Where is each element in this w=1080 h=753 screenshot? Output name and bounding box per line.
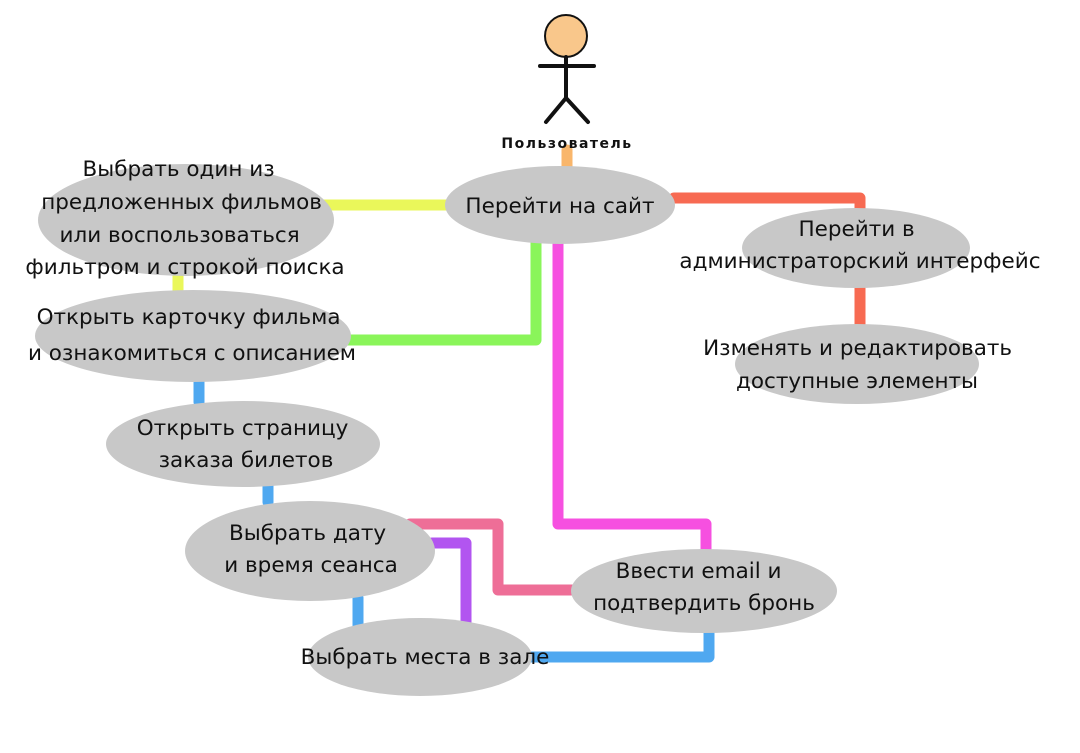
node-visit-site: Перейти на сайт (445, 166, 675, 244)
node-line: или воспользоваться (59, 223, 299, 248)
node-line: Открыть карточку фильма (37, 305, 341, 330)
actor: Пользователь (501, 14, 632, 152)
connector-seats-to-email (514, 622, 715, 663)
node-choose-seats: Выбрать места в зале (301, 618, 550, 696)
node-open-card-text: Открыть карточку фильма и ознакомиться с… (28, 305, 356, 366)
node-line: Перейти на сайт (465, 194, 654, 219)
node-choose-date: Выбрать дату и время сеанса (185, 501, 435, 601)
node-line: предложенных фильмов (41, 190, 322, 215)
node-choose-film: Выбрать один из предложенных фильмов или… (25, 157, 344, 280)
connector-date-to-email (404, 518, 580, 596)
node-visit-site-text: Перейти на сайт (465, 194, 654, 219)
node-line: Выбрать один из (83, 157, 275, 182)
node-edit-elements-text: Изменять и редактировать доступные элеме… (703, 336, 1019, 394)
node-line: и время сеанса (224, 553, 398, 578)
node-line: доступные элементы (736, 369, 978, 394)
node-line: Ввести email и (616, 559, 782, 584)
node-choose-film-text: Выбрать один из предложенных фильмов или… (25, 157, 344, 280)
actor-label: Пользователь (501, 136, 632, 152)
node-enter-email: Ввести email и подтвердить бронь (571, 549, 837, 633)
connector-date-to-seats-alt (426, 537, 472, 628)
node-admin-interface: Перейти в администраторский интерфейс (679, 208, 1041, 288)
node-edit-elements: Изменять и редактировать доступные элеме… (703, 324, 1019, 404)
node-line: Выбрать дату (229, 521, 386, 546)
connectors (172, 144, 866, 663)
node-line: и ознакомиться с описанием (28, 341, 356, 366)
node-line: подтвердить бронь (593, 591, 815, 616)
node-enter-email-text: Ввести email и подтвердить бронь (593, 559, 815, 616)
actor-head (544, 14, 588, 58)
node-line: администраторский интерфейс (679, 249, 1040, 274)
connector-site-to-card (334, 234, 542, 346)
node-line: фильтром и строкой поиска (25, 255, 344, 280)
node-choose-date-text: Выбрать дату и время сеанса (224, 521, 398, 578)
node-open-card: Открыть карточку фильма и ознакомиться с… (28, 290, 356, 382)
node-line: Изменять и редактировать (703, 336, 1012, 361)
actor-right-leg (564, 96, 590, 124)
nodes: Перейти на сайт Выбрать один из предложе… (25, 157, 1041, 696)
actor-left-leg (544, 96, 568, 124)
node-line: Перейти в (798, 217, 914, 242)
node-line: заказа билетов (159, 448, 334, 473)
node-choose-seats-text: Выбрать места в зале (301, 645, 550, 670)
node-open-order-text: Открыть страницу заказа билетов (137, 416, 355, 473)
node-line: Выбрать места в зале (301, 645, 550, 670)
node-open-order: Открыть страницу заказа билетов (106, 401, 380, 487)
node-admin-interface-text: Перейти в администраторский интерфейс (679, 217, 1040, 274)
node-line: Открыть страницу (137, 416, 349, 441)
connector-site-to-email (552, 236, 712, 558)
